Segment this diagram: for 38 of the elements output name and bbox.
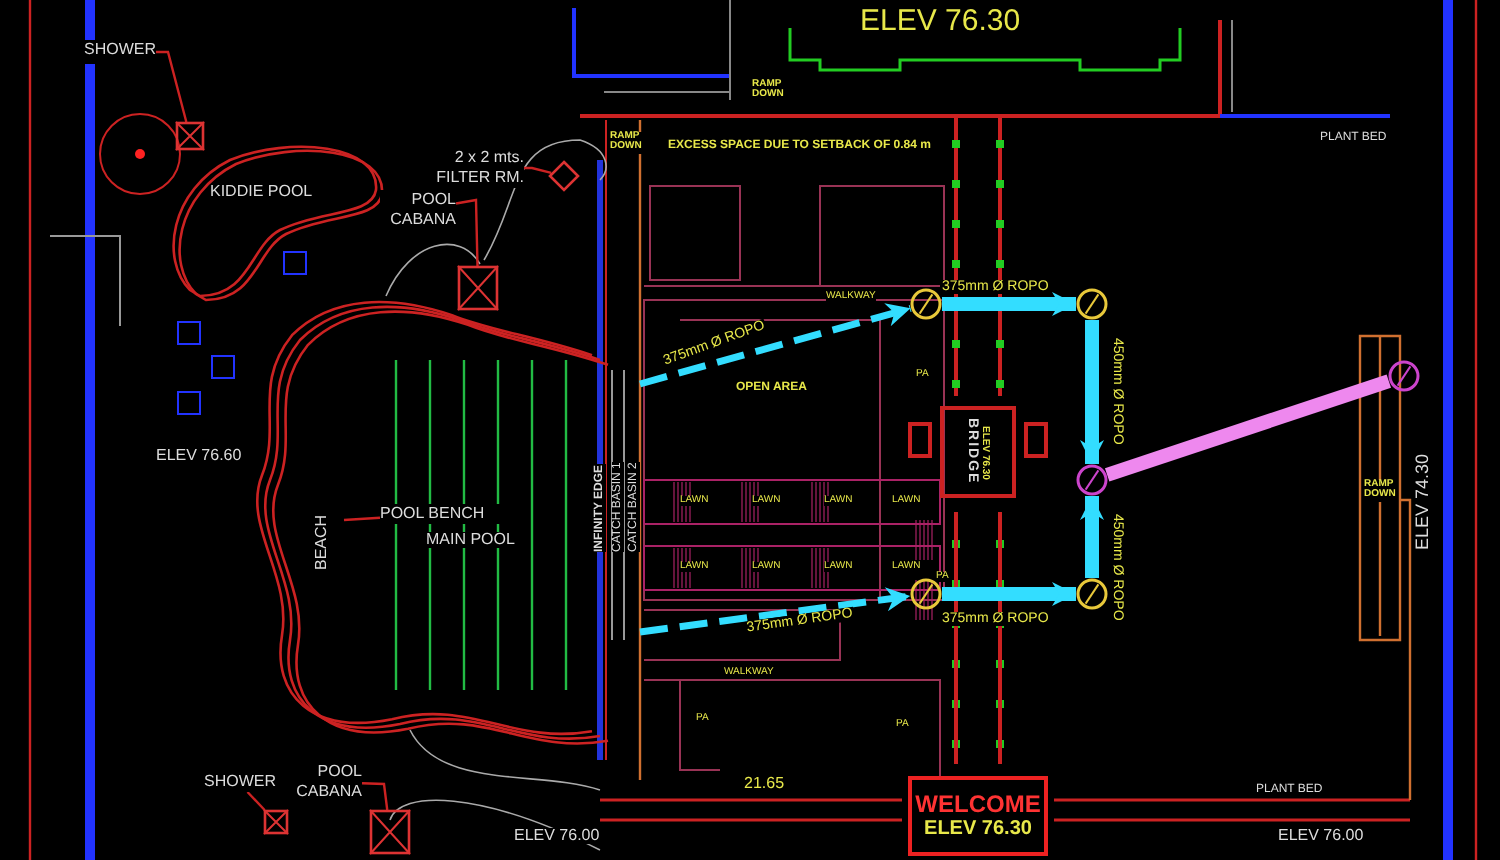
leader-line (246, 791, 266, 811)
manhole-icon (910, 288, 942, 320)
pool-label: MAIN POOL (426, 532, 515, 549)
leader-line (343, 516, 381, 522)
pipe-arrow (639, 303, 912, 388)
pipe-arrow (942, 292, 1076, 316)
bridge-outline (940, 406, 1016, 498)
leader-line (361, 782, 389, 811)
pipe-arrow (1080, 496, 1104, 578)
manhole-icon (910, 578, 942, 610)
leader-line (156, 50, 188, 123)
manhole-icon (1076, 464, 1108, 496)
pipe-arrow (942, 582, 1076, 606)
elevation-label: ELEV 76.60 (156, 448, 242, 465)
cabana-icon (370, 810, 410, 854)
area-label: BEACH (314, 514, 331, 570)
elevation-label: ELEV 76.30 (924, 818, 1032, 841)
shower-icon (176, 122, 204, 150)
fixture-label: SHOWER (200, 772, 276, 792)
fixture-label: POOL CABANA (380, 190, 456, 230)
filter-room-icon (548, 160, 580, 192)
feature-label: POOL BENCH (380, 504, 500, 524)
manhole-icon (1076, 288, 1108, 320)
welcome-label: WELCOME (915, 791, 1041, 819)
leader-line (524, 166, 552, 174)
entrance-box (908, 776, 1048, 856)
leader-line (455, 198, 479, 267)
pipe-arrow (1080, 320, 1104, 464)
shower-icon (264, 810, 288, 834)
pipe-arrow (639, 587, 911, 636)
elevation-label: ELEV 74.30 (1414, 453, 1433, 550)
manhole-icon (1076, 578, 1108, 610)
pool-label: KIDDIE POOL (210, 184, 313, 201)
manhole-icon (1388, 360, 1420, 392)
dimension-label: 21.65 (744, 776, 785, 793)
cabana-icon (458, 266, 498, 310)
elevation-label: ELEV 76.00 (1278, 828, 1364, 845)
elevation-label: ELEV 76.00 (514, 828, 600, 845)
